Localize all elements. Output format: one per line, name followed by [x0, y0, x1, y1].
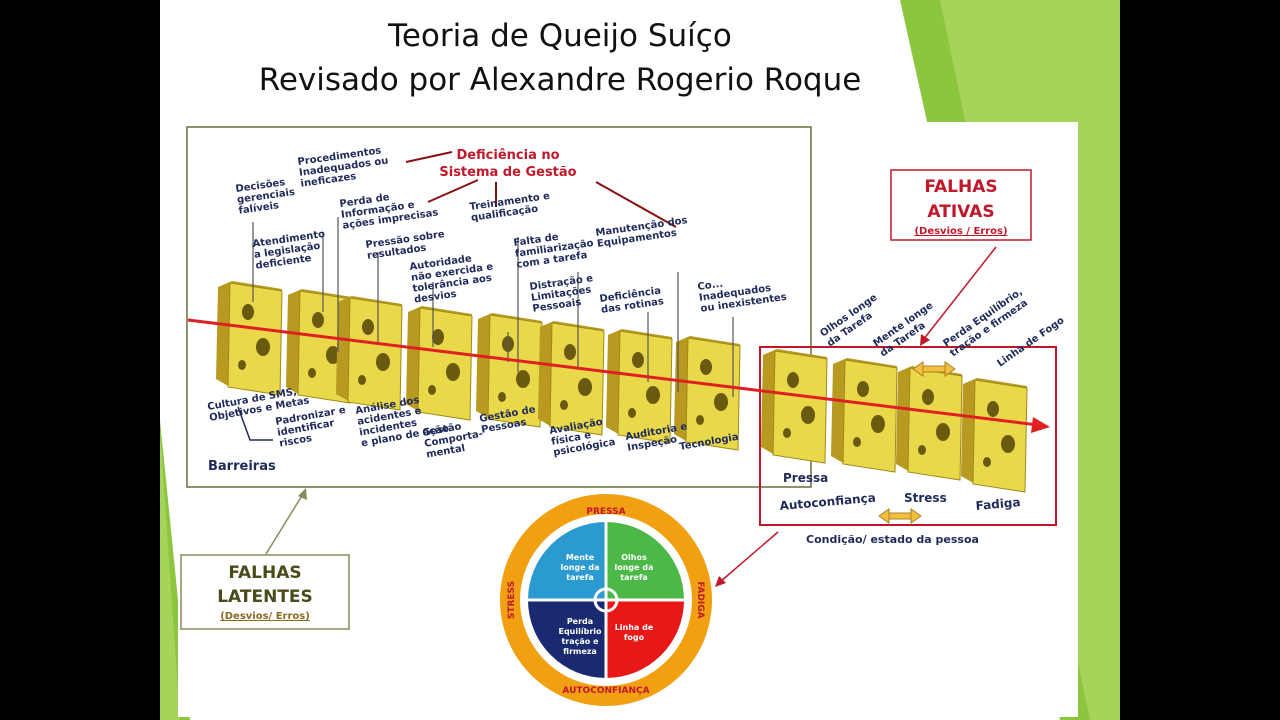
title-line1: Teoria de Queijo Suíço [388, 18, 732, 54]
cheese-slice [961, 378, 1028, 493]
top-label: Deficiênciadas rotinas [599, 284, 665, 316]
slide: Teoria de Queijo Suíço Revisado por Alex… [160, 0, 1120, 720]
top-label: Perda deInformação eações imprecisas [339, 186, 439, 232]
cheese-slice [896, 366, 963, 481]
active-subtitle: (Desvios / Erros) [914, 226, 1007, 237]
cheese-slice [606, 329, 673, 444]
deficiency-label-2: Sistema de Gestão [439, 165, 576, 180]
cheese-slice [336, 296, 403, 411]
top-label: Pressão sobreresultados [365, 229, 447, 262]
condition-caption: Condição/ estado da pessoa [806, 533, 979, 546]
wheel-top: PRESSA [586, 507, 625, 517]
bottom-label: Análise dosacidentes eincidentese plano … [354, 390, 449, 450]
title-line2: Revisado por Alexandre Rogerio Roque [258, 62, 862, 98]
top-label: Autoridadenão exercida etolerância aosde… [409, 251, 497, 306]
swiss-cheese-diagram: Deficiência no Sistema de Gestão Decisõe… [180, 126, 1067, 706]
cheese-slice [831, 358, 898, 473]
condition-wheel [500, 494, 712, 706]
barriers-label: Barreiras [208, 459, 276, 474]
cheese-slice [674, 336, 741, 451]
top-label: Atendimentoa legislaçãodeficiente [252, 229, 329, 272]
top-label: Treinamento equalificação [469, 191, 552, 224]
diagram-panel: Deficiência no Sistema de Gestão Decisõe… [178, 122, 1078, 717]
top-label: Co...Inadequadosou inexistentes [697, 270, 788, 315]
label-pins [252, 217, 734, 397]
slide-title: Teoria de Queijo Suíço Revisado por Alex… [160, 14, 960, 102]
active-title-2: ATIVAS [927, 202, 994, 222]
cheese-slice [216, 281, 283, 396]
top-label: Falta defamiliarizaçãocom a tarefa [513, 227, 596, 271]
latent-title-2: LATENTES [217, 587, 313, 607]
top-label: ProcedimentosInadequados ouineficazes [297, 145, 391, 190]
cheese-slices [216, 281, 1028, 493]
bottom-label: GestãoComporta-mental [422, 418, 486, 461]
wheel-bottom: AUTOCONFIANÇA [562, 686, 649, 696]
cheese-slice [538, 321, 605, 436]
wheel-right: FADIGA [695, 581, 705, 618]
deficiency-label-1: Deficiência no [456, 148, 559, 163]
condition-fadiga: Fadiga [975, 495, 1021, 513]
double-arrow-top [912, 361, 956, 377]
double-arrow-bottom [878, 508, 922, 524]
condition-autoconfianca: Autoconfiança [779, 491, 876, 513]
active-box [759, 346, 1057, 526]
latent-title-box [180, 554, 350, 630]
wheel-left: STRESS [507, 581, 517, 619]
bottom-label: Padronizar eidentificarriscos [275, 405, 351, 450]
active-title-1: FALHAS [924, 177, 997, 197]
trajectory-arrow [187, 318, 1039, 427]
latent-title-1: FALHAS [228, 563, 301, 583]
cheese-slice [761, 349, 828, 464]
cheese-slice [406, 306, 473, 421]
latent-box [186, 126, 812, 488]
cheese-slice [476, 313, 543, 428]
arrow-head [1031, 417, 1050, 433]
top-label: Distração eLimitaçõesPessoais [529, 273, 597, 315]
top-label: Decisõesgerenciaisfalíveis [235, 176, 297, 217]
condition-stress: Stress [904, 491, 947, 505]
top-label: Manutenção dosEquipamentos [595, 215, 690, 250]
active-title-box [890, 169, 1032, 241]
condition-pressa: Pressa [783, 471, 828, 485]
latent-subtitle: (Desvios/ Erros) [220, 611, 310, 622]
